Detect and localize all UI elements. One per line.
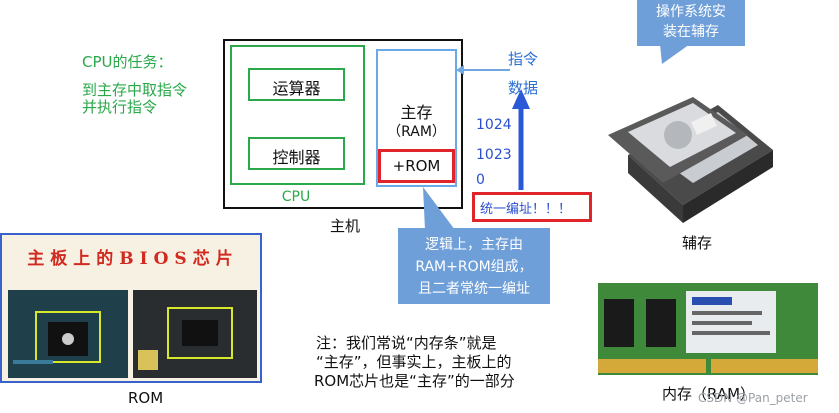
memory-stick-label: 内存（RAM） [662, 385, 756, 403]
note-line2: “主存”，但事实上，主板上的 [316, 353, 512, 371]
hard-drive-image [608, 97, 773, 223]
logic-callout-pointer [423, 187, 455, 230]
host-label: 主机 [329, 217, 360, 235]
host-box [223, 39, 463, 209]
note-line3: ROM芯片也是“主存”的一部分 [314, 372, 515, 390]
cpu-box [230, 45, 365, 185]
aux-storage-label: 辅存 [682, 234, 713, 252]
main-memory-box [376, 49, 457, 187]
os-callout: 操作系统安 装在辅存 [637, 0, 745, 46]
unified-addressing-box [472, 192, 592, 222]
cpu-task-title: CPU的任务： [82, 53, 173, 71]
note-line1: 注：我们常说“内存条”就是 [316, 334, 497, 352]
watermark: CSDN @Pan_peter [698, 391, 808, 405]
cpu-task-line1: 到主存中取指令 [82, 81, 188, 99]
ram-stick-image [598, 283, 818, 375]
rom-label: +ROM [392, 157, 441, 175]
rom-caption: ROM [128, 389, 164, 407]
address-1024: 1024 [476, 117, 512, 133]
bios-chip-photos [8, 290, 257, 378]
address-0: 0 [476, 172, 485, 188]
os-callout-pointer [660, 44, 690, 64]
control-unit-label: 控制器 [272, 148, 321, 167]
control-unit-box [248, 137, 345, 170]
bios-title: 主板上的BIOS芯片 [27, 249, 239, 269]
main-memory-label: 主存 [400, 103, 433, 122]
unified-addressing-label: 统一编址！！！ [480, 202, 572, 217]
data-label: 数据 [508, 79, 539, 97]
instruction-label: 指令 [508, 50, 539, 68]
arrows-svg [456, 65, 530, 190]
instruction-arrowhead [456, 65, 464, 75]
alu-label: 运算器 [272, 79, 321, 98]
cpu-label: CPU [281, 189, 311, 205]
alu-box [248, 68, 345, 101]
address-1023: 1023 [476, 147, 512, 163]
data-arrowhead [512, 89, 530, 109]
rom-box [378, 149, 455, 183]
cpu-task-line2: 并执行指令 [82, 98, 158, 116]
main-memory-ram-label: （RAM） [387, 124, 446, 140]
logic-callout: 逻辑上，主存由 RAM+ROM组成， 且二者常统一编址 [398, 228, 550, 304]
